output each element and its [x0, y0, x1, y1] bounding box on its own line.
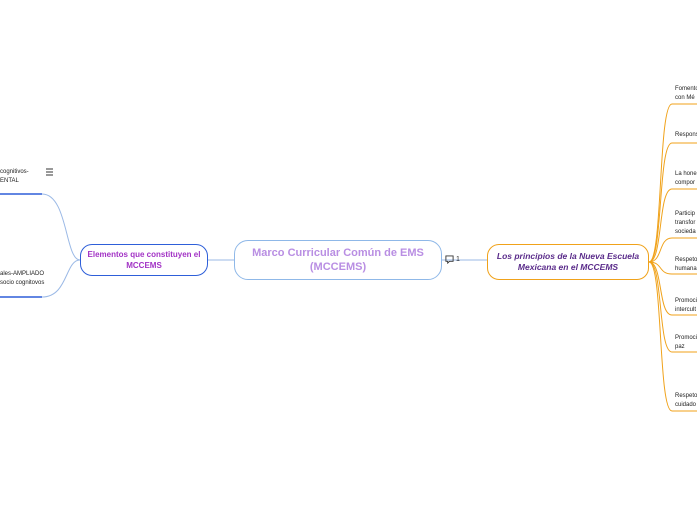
right-child-8-line1: Respeto: [675, 393, 697, 399]
right-child-7-line1: Promoci: [675, 335, 697, 341]
topic-elementos[interactable]: Elementos que constituyen el MCCEMS: [80, 244, 208, 276]
left-child-2[interactable]: ales-AMPLIADO socio cognitovos: [0, 270, 44, 288]
notes-icon[interactable]: [46, 168, 53, 176]
left-child-1-line1: cognitivos-: [0, 169, 29, 175]
right-child-5[interactable]: Respeto humana: [675, 256, 697, 274]
right-child-3-line2: compor: [675, 180, 696, 186]
right-child-6-line2: intercult: [675, 307, 697, 313]
right-child-4-line1: Particip: [675, 211, 696, 217]
right-child-7-line2: paz: [675, 344, 685, 350]
connector-right-child-2: [648, 142, 673, 263]
connector-right-child-5: [648, 261, 673, 275]
right-child-4-line2: transfor: [675, 220, 696, 226]
right-child-1-line1: Fomento: [675, 86, 697, 92]
left-child-2-line2: socio cognitovos: [0, 280, 45, 286]
topic-principios[interactable]: Los principios de la Nueva Escuela Mexic…: [487, 244, 649, 280]
right-child-3[interactable]: La hone compor: [675, 170, 697, 188]
right-child-2-line1: Respons: [675, 132, 697, 138]
connector-right-child-7: [648, 261, 673, 353]
comment-count: 1: [456, 256, 460, 263]
central-topic[interactable]: Marco Curricular Común de EMS (MCCEMS): [234, 240, 442, 280]
right-child-6-line1: Promoci: [675, 298, 697, 304]
topic-principios-label: Los principios de la Nueva Escuela Mexic…: [496, 251, 640, 272]
right-child-8-line2: cuidado: [675, 402, 697, 408]
right-child-1-line2: con Mé: [675, 95, 695, 101]
connector-right-child-8: [648, 261, 673, 412]
right-child-5-line2: humana: [675, 266, 697, 272]
right-child-4[interactable]: Particip transfor socieda: [675, 210, 697, 237]
connector-right-child-4: [648, 237, 673, 263]
right-child-2[interactable]: Respons: [675, 131, 697, 140]
connector-right-child-6: [648, 261, 673, 316]
topic-elementos-label: Elementos que constituyen el MCCEMS: [87, 250, 201, 270]
connector-right-child-3: [648, 188, 673, 263]
right-child-6[interactable]: Promoci intercult: [675, 297, 697, 315]
left-child-2-line1: ales-AMPLIADO: [0, 271, 45, 277]
right-child-3-line1: La hone: [675, 171, 697, 177]
right-child-5-line1: Respeto: [675, 257, 697, 263]
left-child-1[interactable]: cognitivos- ENTAL: [0, 168, 29, 186]
central-topic-label: Marco Curricular Común de EMS (MCCEMS): [252, 247, 424, 273]
connector-right-child-1: [648, 103, 673, 263]
right-child-8[interactable]: Respeto cuidado: [675, 392, 697, 410]
right-child-1[interactable]: Fomento con Mé: [675, 85, 697, 103]
connector-left-child-2: [41, 259, 81, 298]
connector-left-child-1: [41, 193, 81, 261]
comment-icon[interactable]: [445, 255, 454, 264]
right-child-4-line3: socieda: [675, 229, 696, 235]
right-child-7[interactable]: Promoci paz: [675, 334, 697, 352]
left-child-1-line2: ENTAL: [0, 178, 19, 184]
